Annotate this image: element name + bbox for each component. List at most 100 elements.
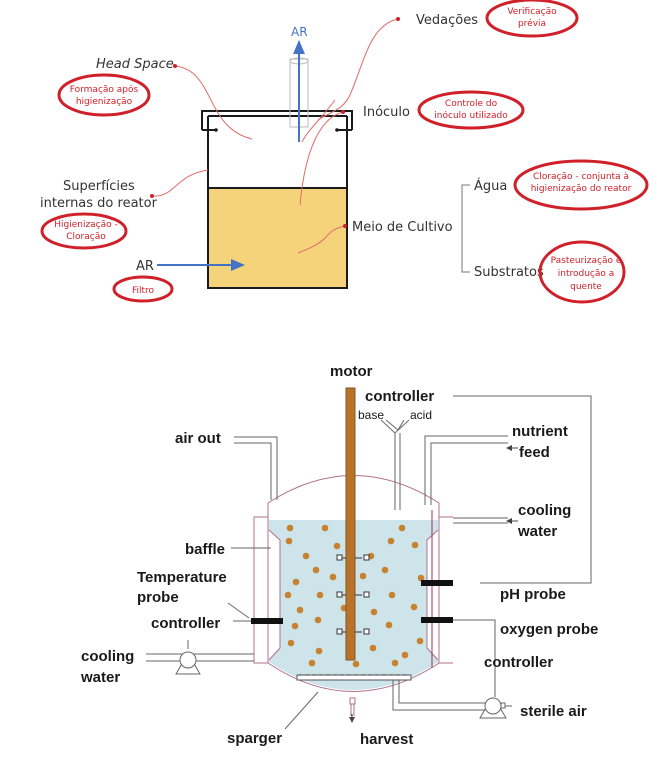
ph-probe-label: pH probe: [500, 586, 566, 603]
controller-right-label: controller: [484, 654, 553, 671]
cell-particle: [292, 578, 300, 586]
air-out-label: air out: [175, 430, 221, 447]
temperature-probe-label-1: Temperature: [137, 569, 227, 586]
head-space-label: Head Space: [96, 57, 174, 72]
cell-particle: [312, 566, 320, 574]
cell-particle: [296, 606, 304, 614]
annotation-leaders: [151, 18, 399, 254]
nutrient-feed-label-1: nutrient: [512, 423, 568, 440]
baffle-label: baffle: [185, 541, 225, 558]
cell-particle: [416, 637, 424, 645]
note-substratos: Pasteurização e introdução a quente: [538, 240, 626, 304]
cell-particle: [287, 639, 295, 647]
superficies-label-2: internas do reator: [40, 196, 158, 211]
cell-particle: [359, 572, 367, 580]
cell-particle: [391, 659, 399, 667]
cell-particle: [329, 573, 337, 581]
agua-label: Água: [474, 178, 507, 194]
cell-particle: [333, 542, 341, 550]
controller-left-label: controller: [151, 615, 220, 632]
cooling-water-left-label-2: water: [80, 669, 120, 686]
controller-top-label: controller: [365, 388, 434, 405]
note-superficies-line1: Higienização -: [54, 220, 118, 230]
sparger-label: sparger: [227, 730, 282, 747]
cell-particle: [316, 591, 324, 599]
cell-particle: [369, 644, 377, 652]
cell-particle: [417, 574, 425, 582]
note-head-space: Formação após higienização: [57, 73, 151, 117]
cell-particle: [291, 622, 299, 630]
top-reactor: [157, 40, 353, 289]
motor-label: motor: [330, 363, 373, 380]
culture-medium: [207, 187, 348, 289]
inoculo-label: Inóculo: [363, 105, 410, 120]
cell-particle: [411, 541, 419, 549]
sterile-air-pump: [479, 697, 507, 719]
cooling-water-left-label-1: cooling: [81, 648, 134, 665]
oxygen-probe-label: oxygen probe: [500, 621, 598, 638]
cell-particle: [352, 660, 360, 668]
oxygen-probe: [421, 617, 453, 623]
cell-particle: [401, 651, 409, 659]
note-substratos-line2: introdução a: [558, 269, 615, 279]
note-vedacoes-line1: Verificação: [507, 7, 557, 17]
cell-particle: [321, 524, 329, 532]
vedacoes-label: Vedações: [416, 13, 478, 28]
agitator-shaft: [345, 387, 356, 661]
temperature-probe: [251, 618, 283, 624]
base-label: base: [358, 408, 384, 422]
cell-particle: [381, 566, 389, 574]
sparger: [296, 674, 412, 681]
note-agua-line2: higienização do reator: [531, 184, 632, 194]
ph-probe: [421, 580, 453, 586]
note-head-space-line1: Formação após: [70, 84, 139, 95]
cell-particle: [387, 537, 395, 545]
note-substratos-line1: Pasteurização e: [551, 256, 622, 266]
note-superficies: Higienização - Cloração: [40, 212, 128, 250]
note-substratos-line3: quente: [570, 282, 602, 292]
cooling-water-right-label-1: cooling: [518, 502, 571, 519]
baffle-left: [268, 529, 281, 661]
medium-bracket: [461, 184, 470, 273]
cell-particle: [314, 616, 322, 624]
sterile-air-label: sterile air: [520, 703, 587, 720]
air-in-label: AR: [136, 259, 154, 274]
cell-particle: [284, 591, 292, 599]
temperature-probe-label-2: probe: [137, 589, 179, 606]
acid-label: acid: [410, 408, 432, 422]
cell-particle: [370, 608, 378, 616]
note-vedacoes: Verificação prévia: [485, 0, 579, 38]
meio-cultivo-label: Meio de Cultivo: [352, 220, 453, 235]
note-inoculo-line2: inóculo utilizado: [434, 110, 508, 121]
air-out-label: AR: [291, 25, 308, 39]
cell-particle: [308, 659, 316, 667]
cell-particle: [286, 524, 294, 532]
cooling-water-pump: [175, 651, 201, 675]
bottom-reactor: [251, 387, 453, 723]
note-vedacoes-line2: prévia: [518, 18, 546, 29]
cell-particle: [410, 603, 418, 611]
cell-particle: [315, 647, 323, 655]
cell-particle: [302, 552, 310, 560]
cell-particles: [284, 524, 425, 668]
impellers: [336, 554, 370, 635]
harvest-label: harvest: [360, 731, 413, 748]
superficies-label-1: Superfícies: [63, 179, 135, 194]
cell-particle: [398, 524, 406, 532]
cell-particle: [388, 591, 396, 599]
piping: [146, 395, 592, 730]
note-head-space-line2: higienização: [76, 97, 133, 107]
note-ar-line1: Filtro: [132, 286, 155, 296]
note-agua: Cloração - conjunta à higienização do re…: [513, 159, 649, 211]
cell-particle: [285, 537, 293, 545]
reactor-vessel: [207, 116, 348, 188]
note-inoculo-line1: Controle do: [445, 99, 498, 109]
cooling-water-right-label-2: water: [517, 523, 557, 540]
note-inoculo: Controle do inóculo utilizado: [417, 90, 525, 130]
note-superficies-line2: Cloração: [66, 232, 106, 242]
nutrient-feed-label-2: feed: [519, 444, 550, 461]
cell-particle: [385, 621, 393, 629]
substratos-label: Substratos: [474, 265, 544, 280]
note-ar: Filtro: [112, 275, 174, 303]
